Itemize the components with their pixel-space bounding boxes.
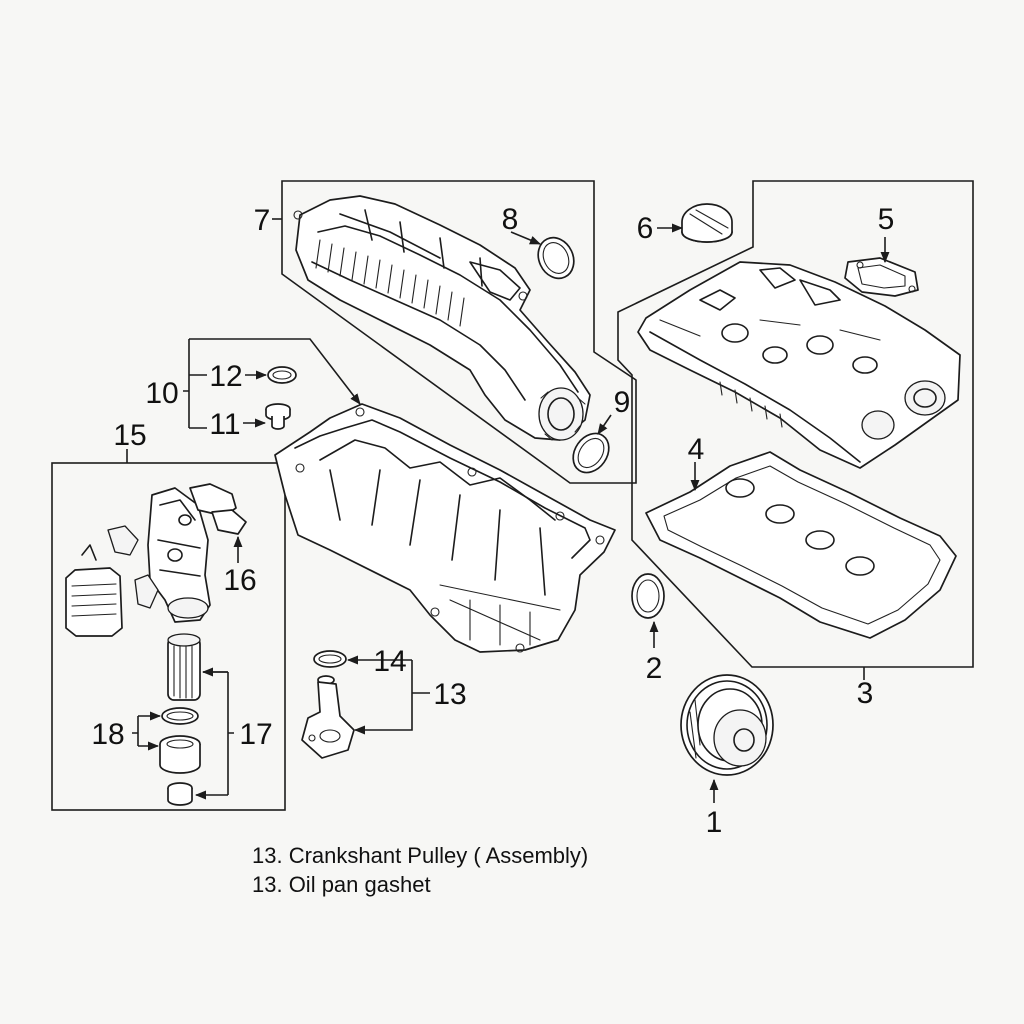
callout-8: 8 [502, 203, 519, 236]
oil-filter-group-frame [51, 462, 286, 811]
legend-line-1: 13. Crankshant Pulley ( Assembly) [252, 843, 589, 868]
intake-manifold [293, 195, 591, 441]
oil-cooler [65, 544, 123, 637]
seal-ring [631, 573, 665, 619]
filter-drain-plug [167, 782, 193, 806]
oil-level-sensor [301, 675, 355, 759]
callout-17: 17 [239, 718, 272, 751]
valve-cover [637, 261, 961, 469]
housing-gaskets [107, 525, 159, 609]
intake-manifold-group-frame [281, 180, 637, 484]
valve-cover-gasket [645, 451, 957, 639]
leader-8 [510, 231, 542, 245]
callout-12: 12 [209, 360, 242, 393]
callout-10: 10 [145, 377, 178, 410]
callout-18: 18 [91, 718, 124, 751]
leader-18 [132, 716, 160, 746]
oil-filter-element [167, 633, 201, 701]
leader-9 [597, 414, 612, 435]
leader-10 [183, 338, 360, 428]
callout-14: 14 [373, 645, 406, 678]
callout-9: 9 [614, 386, 631, 419]
crankshaft-pulley [680, 674, 774, 776]
filter-o-ring [161, 707, 199, 725]
drain-plug [265, 403, 291, 430]
callout-1: 1 [706, 806, 723, 839]
callout-3: 3 [857, 677, 874, 710]
callout-5: 5 [878, 203, 895, 236]
oil-filter-housing [147, 487, 211, 623]
o-ring-8 [537, 236, 575, 280]
leader-17 [196, 671, 234, 795]
callout-15: 15 [113, 419, 146, 452]
callout-13: 13 [433, 678, 466, 711]
drain-plug-washer [267, 366, 297, 384]
filter-cap [159, 735, 201, 774]
leader-13 [355, 660, 430, 730]
oil-pan [274, 403, 616, 653]
callout-4: 4 [688, 433, 705, 466]
callout-7: 7 [254, 204, 271, 237]
oil-filler-cap [681, 203, 733, 243]
legend-line-2: 13. Oil pan gashet [252, 872, 431, 897]
callout-16: 16 [223, 564, 256, 597]
gasket-5 [844, 257, 919, 297]
callout-11: 11 [209, 408, 240, 441]
callout-6: 6 [637, 212, 654, 245]
valve-cover-group-frame [617, 180, 974, 668]
gasket-16 [189, 483, 247, 535]
callout-2: 2 [646, 652, 663, 685]
oil-pan-gasket-ring [313, 650, 347, 668]
o-ring-9 [572, 432, 610, 474]
